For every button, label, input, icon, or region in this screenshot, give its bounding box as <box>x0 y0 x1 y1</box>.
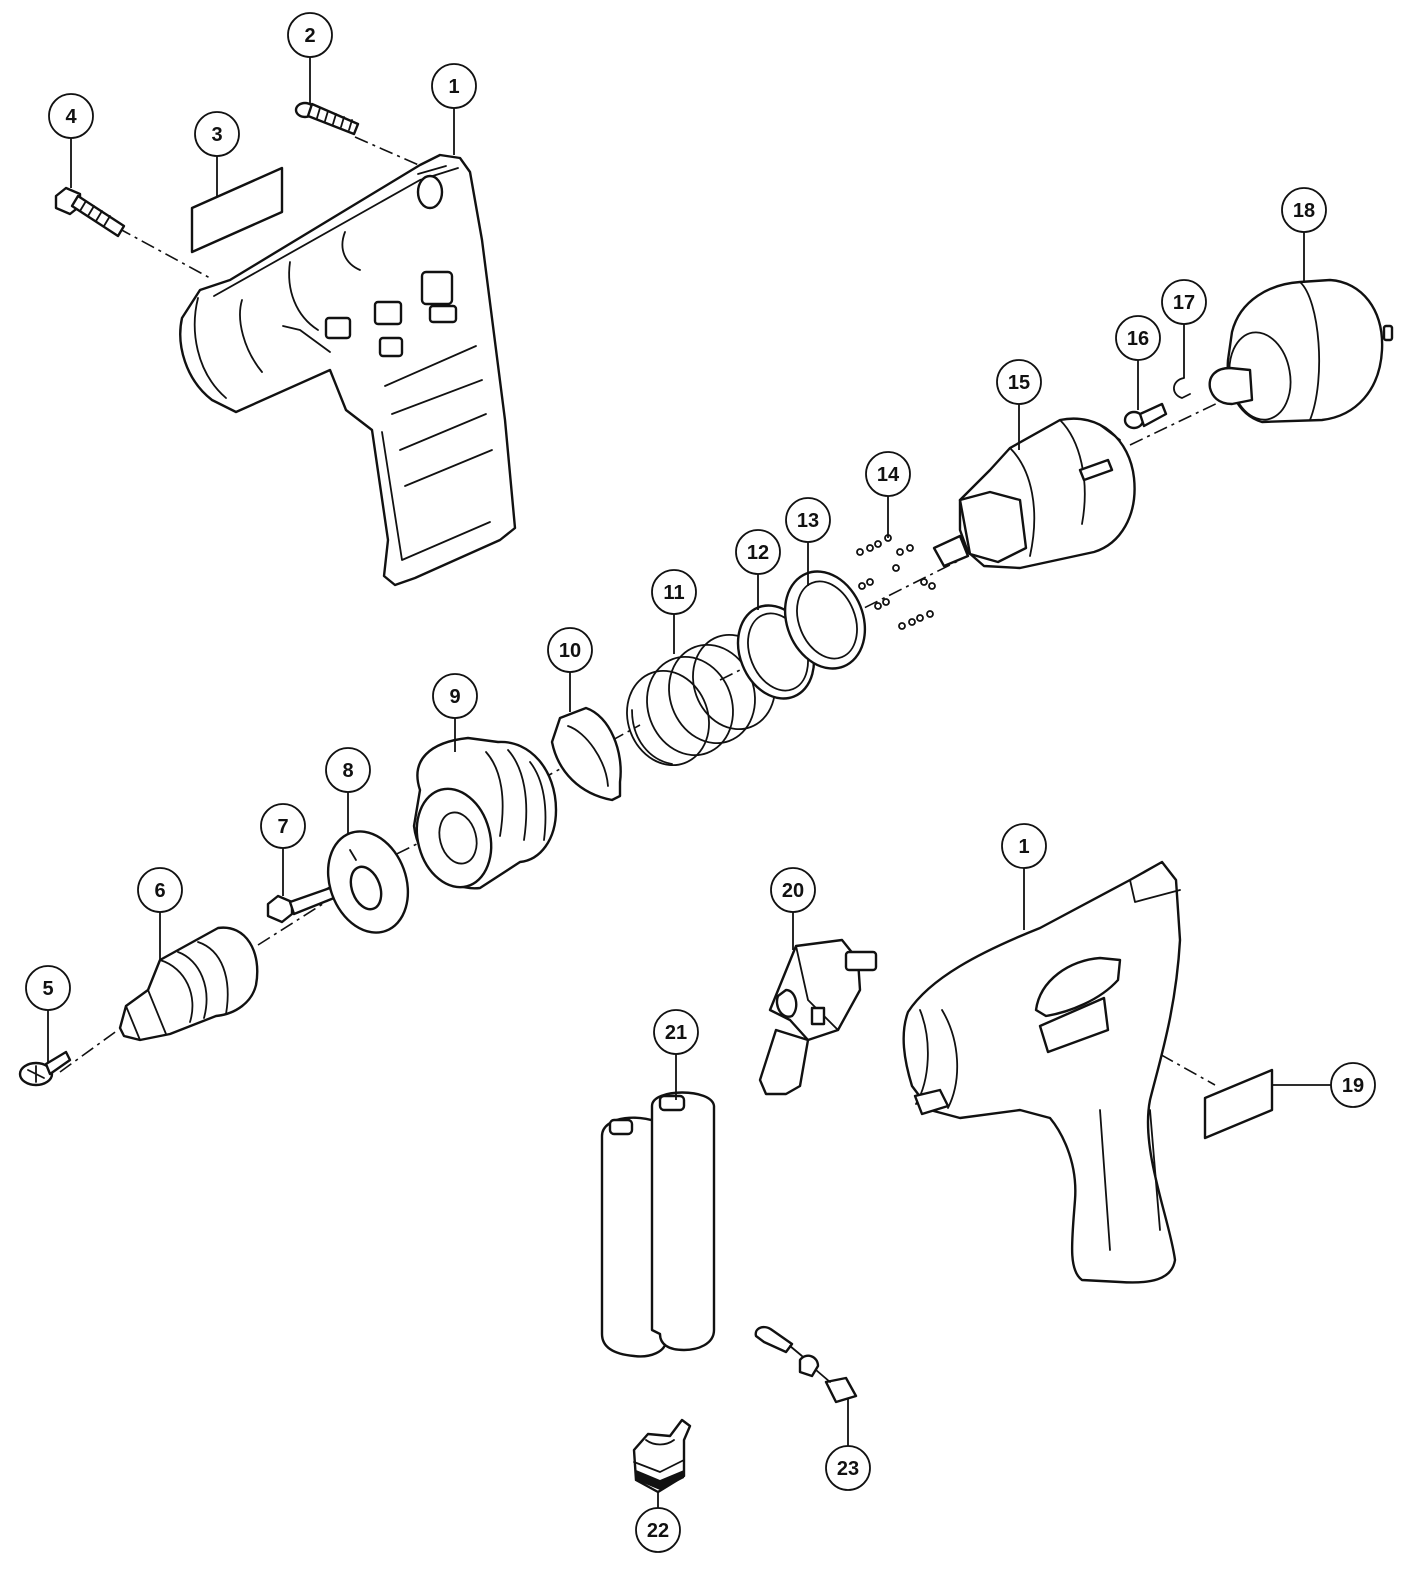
part-7-bolt <box>266 886 336 924</box>
part-13-washer <box>783 570 867 670</box>
part-17-clip <box>1173 377 1191 399</box>
callout-label: 1 <box>448 76 459 98</box>
callout-label: 8 <box>342 760 353 782</box>
callout-23: 23 <box>825 1445 871 1491</box>
callout-16: 16 <box>1115 315 1161 361</box>
callout-label: 18 <box>1293 200 1315 222</box>
part-14-balls <box>856 534 936 630</box>
callout-label: 7 <box>277 816 288 838</box>
callout-label: 4 <box>65 106 77 128</box>
part-3-label-plate <box>190 166 284 254</box>
callout-6: 6 <box>137 867 183 913</box>
callout-12: 12 <box>735 529 781 575</box>
callout-17: 17 <box>1161 279 1207 325</box>
callout-label: 22 <box>647 1520 669 1542</box>
callout-15: 15 <box>996 359 1042 405</box>
part-9-clutch-ring <box>412 736 558 890</box>
part-8-washer-plate <box>326 830 410 934</box>
callout-10: 10 <box>547 627 593 673</box>
part-19-label-plate <box>1203 1068 1274 1140</box>
callout-label: 1 <box>1018 836 1029 858</box>
callout-label: 10 <box>559 640 581 662</box>
callout-label: 9 <box>449 686 460 708</box>
part-21-battery-pack <box>600 1091 716 1358</box>
part-5-screw <box>18 1050 72 1087</box>
part-18-motor <box>1208 278 1394 424</box>
callout-label: 21 <box>665 1022 687 1044</box>
callout-11: 11 <box>651 569 697 615</box>
callout-label: 13 <box>797 510 819 532</box>
part-6-chuck <box>118 926 259 1042</box>
part-2-screw <box>294 101 360 136</box>
callout-label: 17 <box>1173 292 1195 314</box>
part-4-screw <box>54 186 126 238</box>
leader-lines <box>47 56 1331 1508</box>
callout-7: 7 <box>260 803 306 849</box>
callout-5: 5 <box>25 965 71 1011</box>
callout-label: 3 <box>211 124 222 146</box>
callout-1-bottom: 1 <box>1001 823 1047 869</box>
callout-3: 3 <box>194 111 240 157</box>
callout-label: 5 <box>42 978 53 1000</box>
callout-2: 2 <box>287 12 333 58</box>
callout-label: 11 <box>663 582 684 604</box>
part-15-gearbox <box>932 417 1136 570</box>
part-22-terminal <box>632 1418 692 1494</box>
callout-1-top: 1 <box>431 63 477 109</box>
part-10-retaining-ring <box>550 706 622 802</box>
part-16-screw <box>1123 402 1168 430</box>
callout-label: 2 <box>304 25 315 47</box>
part-1-housing-half-bottom <box>902 860 1182 1284</box>
callout-label: 16 <box>1127 328 1149 350</box>
callout-14: 14 <box>865 451 911 497</box>
callout-label: 12 <box>747 542 769 564</box>
callout-8: 8 <box>325 747 371 793</box>
callout-21: 21 <box>653 1009 699 1055</box>
part-23-small-parts <box>754 1325 858 1404</box>
callouts: 1 2 3 4 5 6 7 8 <box>25 12 1376 1553</box>
part-20-switch <box>758 938 878 1096</box>
callout-19: 19 <box>1330 1062 1376 1108</box>
callout-label: 19 <box>1342 1075 1364 1097</box>
callout-20: 20 <box>770 867 816 913</box>
callout-13: 13 <box>785 497 831 543</box>
callout-9: 9 <box>432 673 478 719</box>
callout-4: 4 <box>48 93 94 139</box>
callout-18: 18 <box>1281 187 1327 233</box>
callout-label: 23 <box>837 1458 859 1480</box>
callout-label: 14 <box>877 464 900 486</box>
callout-label: 15 <box>1008 372 1030 394</box>
callout-label: 6 <box>154 880 165 902</box>
callout-label: 20 <box>782 880 804 902</box>
part-1-housing-half-top <box>179 153 517 587</box>
callout-22: 22 <box>635 1507 681 1553</box>
